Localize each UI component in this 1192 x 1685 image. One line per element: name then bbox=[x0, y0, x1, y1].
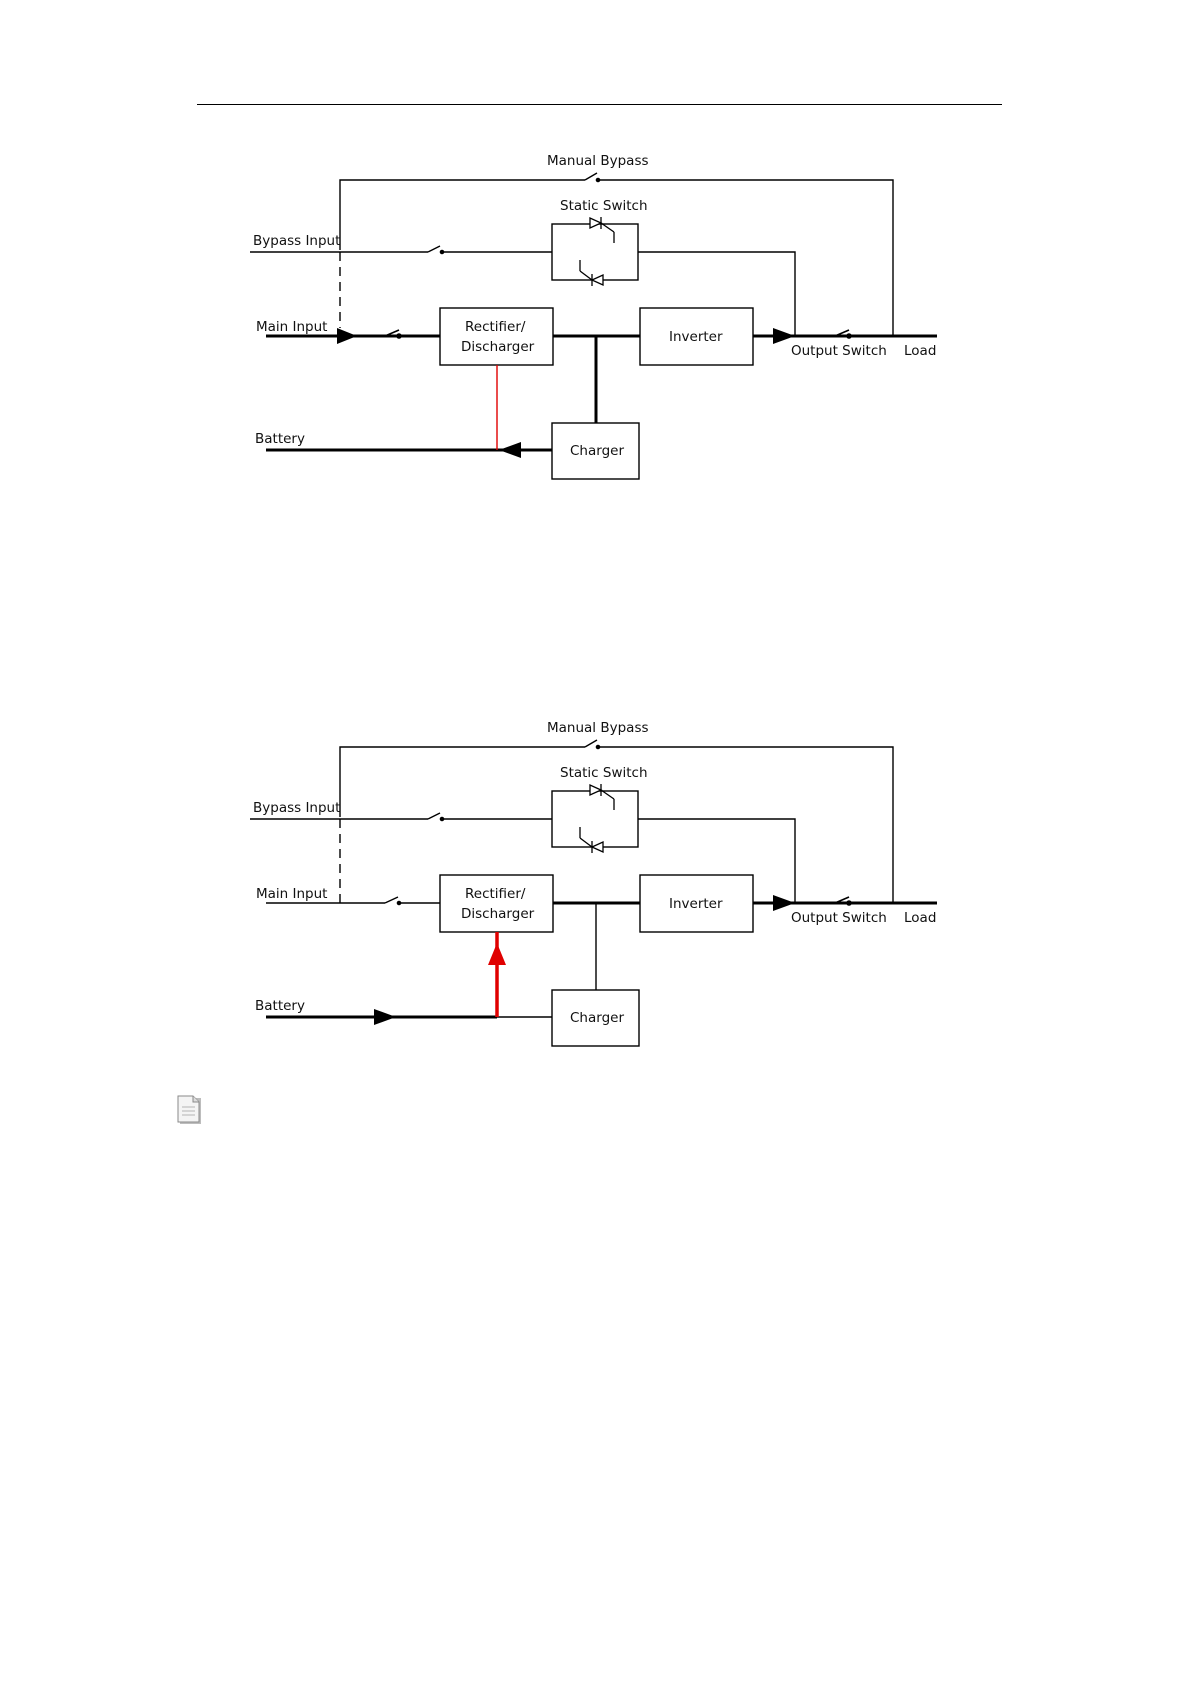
inverter-label: Inverter bbox=[669, 896, 723, 912]
battery-discharge-flow-arrow-icon bbox=[374, 1009, 396, 1025]
static-switch-box bbox=[552, 224, 638, 280]
load-label: Load bbox=[904, 910, 936, 926]
thyristor-reverse-icon bbox=[580, 260, 603, 286]
note-document-icon bbox=[177, 1095, 203, 1125]
bypass-input-switch-icon bbox=[428, 246, 444, 254]
inverter-output-flow-arrow-icon bbox=[773, 328, 795, 344]
manual-bypass-label: Manual Bypass bbox=[547, 153, 649, 169]
rectifier-label: Rectifier/ bbox=[465, 886, 526, 902]
output-switch-label: Output Switch bbox=[791, 343, 887, 359]
inverter-label: Inverter bbox=[669, 329, 723, 345]
manual-bypass-switch-icon bbox=[585, 740, 600, 749]
static-switch-box bbox=[552, 791, 638, 847]
rectifier-label: Rectifier/ bbox=[465, 319, 526, 335]
manual-bypass-label: Manual Bypass bbox=[547, 720, 649, 736]
rectifier-discharger-box bbox=[440, 875, 553, 932]
main-input-label: Main Input bbox=[256, 886, 327, 902]
charging-flow-arrow-icon bbox=[499, 442, 521, 458]
inverter-output-flow-arrow-icon bbox=[773, 895, 795, 911]
bypass-input-label: Bypass Input bbox=[253, 800, 340, 816]
output-switch-label: Output Switch bbox=[791, 910, 887, 926]
discharger-label: Discharger bbox=[461, 339, 535, 355]
main-input-switch-icon bbox=[385, 897, 401, 905]
ups-diagram-battery-mode: Manual Bypass Static Switch Bypass Input… bbox=[0, 707, 1192, 1067]
static-switch-label: Static Switch bbox=[560, 198, 648, 214]
load-label: Load bbox=[904, 343, 936, 359]
thyristor-reverse-icon bbox=[580, 827, 603, 853]
thyristor-forward-icon bbox=[590, 217, 614, 243]
battery-label: Battery bbox=[255, 998, 305, 1014]
main-input-flow-arrow-icon bbox=[337, 328, 357, 344]
main-input-label: Main Input bbox=[256, 319, 327, 335]
static-switch-label: Static Switch bbox=[560, 765, 648, 781]
header-rule bbox=[197, 104, 1002, 105]
bypass-input-switch-icon bbox=[428, 813, 444, 821]
battery-label: Battery bbox=[255, 431, 305, 447]
thyristor-forward-icon bbox=[590, 784, 614, 810]
discharger-label: Discharger bbox=[461, 906, 535, 922]
discharge-up-arrow-icon bbox=[488, 943, 506, 965]
charger-label: Charger bbox=[570, 1010, 624, 1026]
bypass-input-label: Bypass Input bbox=[253, 233, 340, 249]
manual-bypass-switch-icon bbox=[585, 173, 600, 182]
rectifier-discharger-box bbox=[440, 308, 553, 365]
charger-label: Charger bbox=[570, 443, 624, 459]
ups-diagram-normal-mode: Manual Bypass Static Switch Bypass Input… bbox=[0, 140, 1192, 500]
